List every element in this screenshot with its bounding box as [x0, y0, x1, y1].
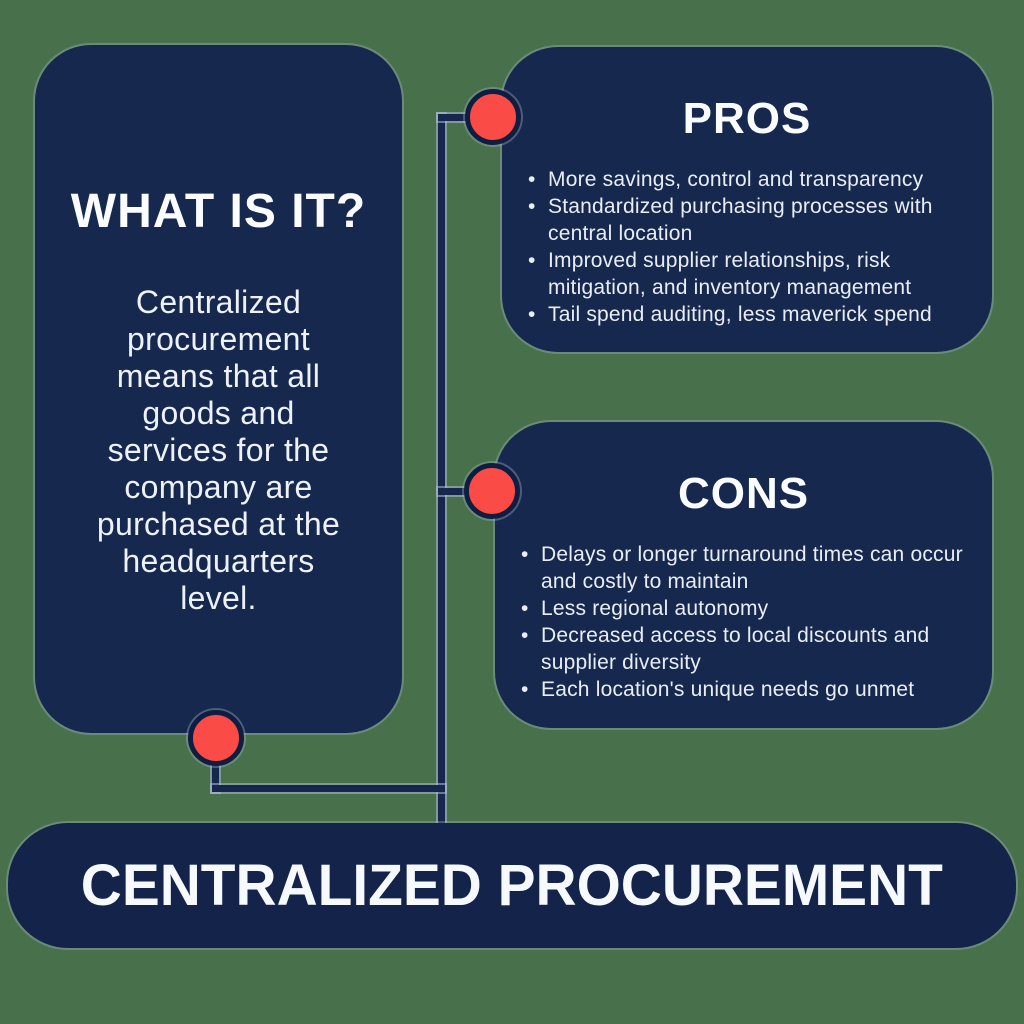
what-is-it-description: Centralized procurement means that all g…	[96, 284, 341, 616]
cons-bullet-list: Delays or longer turnaround times can oc…	[495, 541, 976, 703]
bullet-item: Decreased access to local discounts and …	[521, 622, 976, 676]
connector-cons-horizontal-line	[438, 488, 470, 495]
pros-bullet-list: More savings, control and transparencySt…	[502, 166, 976, 328]
what-is-it-box: WHAT IS IT? Centralized procurement mean…	[35, 45, 402, 733]
banner-title: CENTRALIZED PROCUREMENT	[80, 853, 944, 918]
bullet-item: Improved supplier relationships, risk mi…	[528, 247, 976, 301]
bullet-item: More savings, control and transparency	[528, 166, 976, 193]
connector-main-vertical-line	[438, 114, 445, 823]
cons-title: CONS	[677, 469, 810, 518]
connector-pros-horizontal-line	[438, 114, 470, 121]
cons-connector-dot	[464, 463, 520, 519]
bullet-item: Delays or longer turnaround times can oc…	[521, 541, 976, 595]
bullet-item: Standardized purchasing processes with c…	[528, 193, 976, 247]
pros-connector-dot	[465, 89, 521, 145]
pros-box: PROS More savings, control and transpare…	[502, 47, 992, 352]
connector-what-horizontal-line	[212, 785, 445, 792]
bullet-item: Less regional autonomy	[521, 595, 976, 622]
what-is-it-title: WHAT IS IT?	[70, 185, 367, 238]
bullet-item: Each location's unique needs go unmet	[521, 676, 976, 703]
connector-what-vertical-line	[212, 756, 219, 792]
cons-box: CONS Delays or longer turnaround times c…	[495, 422, 992, 728]
what-connector-dot	[188, 710, 244, 766]
pros-title: PROS	[682, 94, 812, 143]
banner: CENTRALIZED PROCUREMENT	[8, 823, 1016, 948]
bullet-item: Tail spend auditing, less maverick spend	[528, 301, 976, 328]
